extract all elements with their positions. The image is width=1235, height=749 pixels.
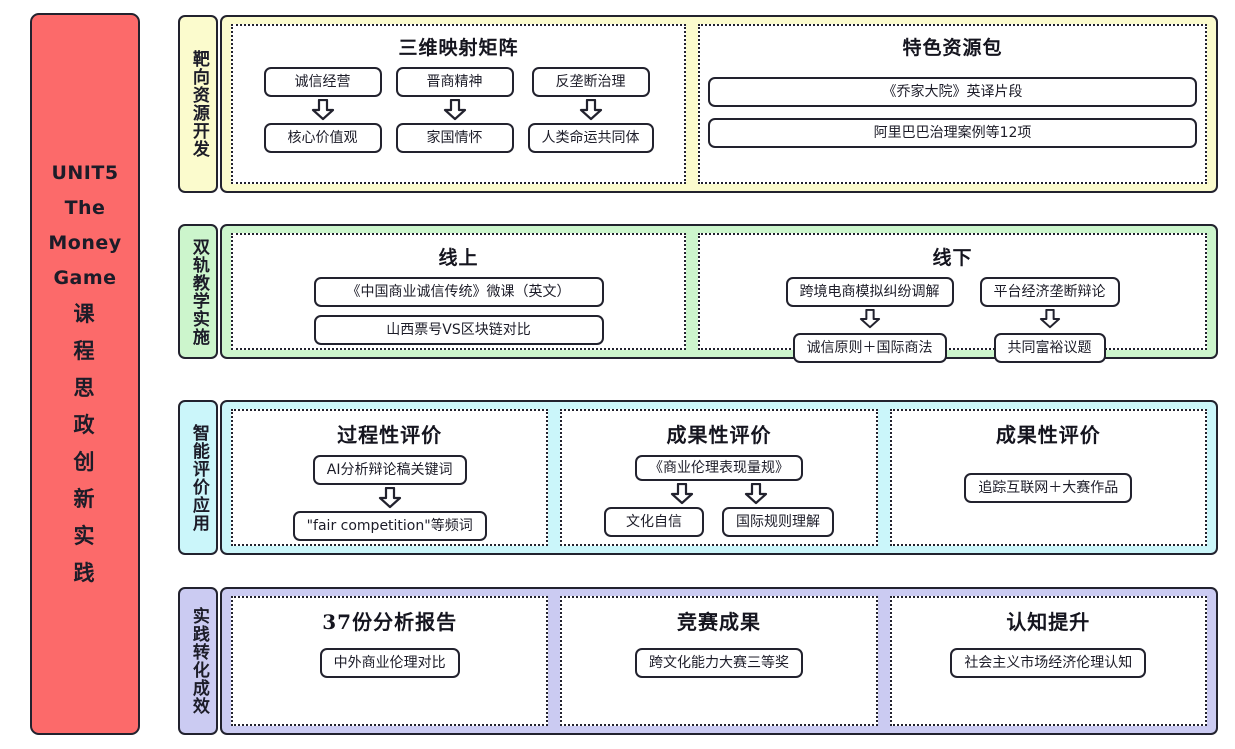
- node-box[interactable]: 跨文化能力大赛三等奖: [634, 648, 803, 679]
- node-box[interactable]: 阿里巴巴治理案例等12项: [708, 118, 1197, 149]
- stage-row-dual-track-teaching: 双轨教学实施 线上 《中国商业诚信传统》微课（英文） 山西票号VS区块链对比 线…: [178, 224, 1218, 364]
- panel-title: 成果性评价: [995, 423, 1101, 447]
- branch-children: 文化自信 国际规则理解: [570, 507, 867, 538]
- down-arrow-icon: [442, 99, 468, 121]
- panel-title: 37份分析报告: [322, 610, 458, 634]
- process-column: AI分析辩论稿关键词 "fair competition"等频词: [292, 455, 487, 542]
- banner-line: 践: [73, 561, 97, 585]
- mapping-column: 晋商精神 家国情怀: [395, 67, 514, 154]
- node-box[interactable]: 跨境电商模拟纠纷调解: [785, 277, 954, 308]
- panel-title: 认知提升: [1006, 610, 1091, 634]
- node-box[interactable]: 诚信经营: [263, 67, 382, 98]
- node-box[interactable]: 文化自信: [603, 507, 704, 538]
- panel-analysis-reports: 37份分析报告 中外商业伦理对比: [231, 596, 549, 726]
- down-arrow-icon: [1037, 309, 1063, 331]
- node-box[interactable]: 诚信原则＋国际商法: [792, 333, 947, 364]
- banner-line: 实: [73, 524, 97, 548]
- online-list: 《中国商业诚信传统》微课（英文） 山西票号VS区块链对比: [241, 277, 676, 346]
- panel-online: 线上 《中国商业诚信传统》微课（英文） 山西票号VS区块链对比: [231, 233, 686, 350]
- row-label-text: 靶向资源开发: [188, 50, 209, 158]
- course-title-banner: UNIT5 The Money Game 课 程 思 政 创 新 实 践: [30, 13, 140, 735]
- down-arrow-icon: [377, 487, 403, 509]
- offline-column: 跨境电商模拟纠纷调解 诚信原则＋国际商法: [785, 277, 954, 364]
- resource-list: 《乔家大院》英译片段 阿里巴巴治理案例等12项: [694, 77, 1211, 149]
- node-box[interactable]: 国际规则理解: [721, 507, 834, 538]
- node-box[interactable]: 《中国商业诚信传统》微课（英文）: [313, 277, 604, 308]
- banner-line: Money: [48, 232, 122, 254]
- panel-featured-resource-package: 特色资源包 《乔家大院》英译片段 阿里巴巴治理案例等12项: [698, 24, 1207, 184]
- row-label-dual-track-teaching: 双轨教学实施: [178, 224, 218, 359]
- panel-columns: 诚信经营 核心价值观 晋商精神 家国情怀 反垄断治理: [241, 67, 676, 154]
- panel-columns: 跨境电商模拟纠纷调解 诚信原则＋国际商法 平台经济垄断辩论 共同富裕议题: [708, 277, 1197, 364]
- panel-offline: 线下 跨境电商模拟纠纷调解 诚信原则＋国际商法 平台经济垄断辩论 共同富裕议题: [698, 233, 1207, 364]
- panel-title: 线上: [438, 247, 479, 269]
- node-box[interactable]: 山西票号VS区块链对比: [313, 315, 604, 346]
- row-body: 过程性评价 AI分析辩论稿关键词 "fair competition"等频词 成…: [220, 400, 1218, 555]
- panel-competition-results: 竞赛成果 跨文化能力大赛三等奖: [560, 596, 878, 726]
- banner-line: 课: [73, 302, 97, 326]
- row-label-text: 实践转化成效: [188, 607, 209, 715]
- down-arrow-icon: [669, 483, 695, 505]
- banner-line: 新: [73, 487, 97, 511]
- node-box[interactable]: 追踪互联网＋大赛作品: [964, 473, 1133, 504]
- panel-three-dimensional-mapping-matrix: 三维映射矩阵 诚信经营 核心价值观 晋商精神 家国情怀: [231, 24, 686, 184]
- panel-title: 成果性评价: [666, 423, 772, 447]
- stage-row-targeted-resource-development: 靶向资源开发 三维映射矩阵 诚信经营 核心价值观 晋商精神 家国情怀: [178, 15, 1218, 193]
- node-box[interactable]: AI分析辩论稿关键词: [312, 455, 467, 486]
- panel-outcome-evaluation-tracking: 成果性评价 追踪互联网＋大赛作品: [889, 409, 1207, 546]
- banner-line: 程: [73, 339, 97, 363]
- row-label-targeted-resource-development: 靶向资源开发: [178, 15, 218, 193]
- branch-arrows: [570, 481, 867, 507]
- down-arrow-icon: [743, 483, 769, 505]
- node-box[interactable]: 反垄断治理: [531, 67, 650, 98]
- stage-row-intelligent-evaluation: 智能评价应用 过程性评价 AI分析辩论稿关键词 "fair competitio…: [178, 400, 1218, 555]
- banner-line: The: [64, 197, 106, 219]
- panel-process-evaluation: 过程性评价 AI分析辩论稿关键词 "fair competition"等频词: [231, 409, 549, 546]
- node-box[interactable]: 人类命运共同体: [527, 123, 654, 154]
- down-arrow-icon: [857, 309, 883, 331]
- mapping-column: 反垄断治理 人类命运共同体: [527, 67, 654, 154]
- node-box[interactable]: 《商业伦理表现量规》: [634, 455, 803, 481]
- node-box[interactable]: 中外商业伦理对比: [319, 648, 460, 679]
- node-box[interactable]: "fair competition"等频词: [292, 511, 487, 542]
- panel-title: 过程性评价: [337, 423, 443, 447]
- mapping-column: 诚信经营 核心价值观: [263, 67, 382, 154]
- panel-cognitive-improvement: 认知提升 社会主义市场经济伦理认知: [889, 596, 1207, 726]
- panel-outcome-evaluation-rubric: 成果性评价 《商业伦理表现量规》 文化自信 国际规则理解: [560, 409, 878, 546]
- row-label-practice-transformation: 实践转化成效: [178, 587, 218, 735]
- node-box[interactable]: 共同富裕议题: [993, 333, 1106, 364]
- node-box[interactable]: 家国情怀: [395, 123, 514, 154]
- stage-row-practice-transformation: 实践转化成效 37份分析报告 中外商业伦理对比 竞赛成果 跨文化能力大赛三等奖 …: [178, 587, 1218, 735]
- row-label-text: 双轨教学实施: [188, 237, 209, 346]
- offline-column: 平台经济垄断辩论 共同富裕议题: [979, 277, 1120, 364]
- node-box[interactable]: 《乔家大院》英译片段: [708, 77, 1197, 108]
- panel-title: 特色资源包: [902, 37, 1003, 59]
- banner-line: Game: [53, 267, 117, 289]
- down-arrow-icon: [310, 99, 336, 121]
- banner-line: 创: [73, 450, 97, 474]
- banner-line: 政: [73, 413, 97, 437]
- down-arrow-icon: [578, 99, 604, 121]
- banner-line: 思: [73, 376, 97, 400]
- panel-title: 竞赛成果: [676, 610, 761, 634]
- node-box[interactable]: 晋商精神: [395, 67, 514, 98]
- node-box[interactable]: 平台经济垄断辩论: [979, 277, 1120, 308]
- banner-line: UNIT5: [51, 162, 119, 184]
- panel-title: 线下: [932, 247, 973, 269]
- row-body: 三维映射矩阵 诚信经营 核心价值观 晋商精神 家国情怀: [220, 15, 1218, 193]
- panel-title: 三维映射矩阵: [398, 37, 519, 59]
- row-body: 线上 《中国商业诚信传统》微课（英文） 山西票号VS区块链对比 线下 跨境电商模…: [220, 224, 1218, 364]
- node-box[interactable]: 核心价值观: [263, 123, 382, 154]
- row-body: 37份分析报告 中外商业伦理对比 竞赛成果 跨文化能力大赛三等奖 认知提升 社会…: [220, 587, 1218, 735]
- row-label-text: 智能评价应用: [188, 423, 209, 532]
- node-box[interactable]: 社会主义市场经济伦理认知: [950, 648, 1147, 679]
- row-label-intelligent-evaluation: 智能评价应用: [178, 400, 218, 555]
